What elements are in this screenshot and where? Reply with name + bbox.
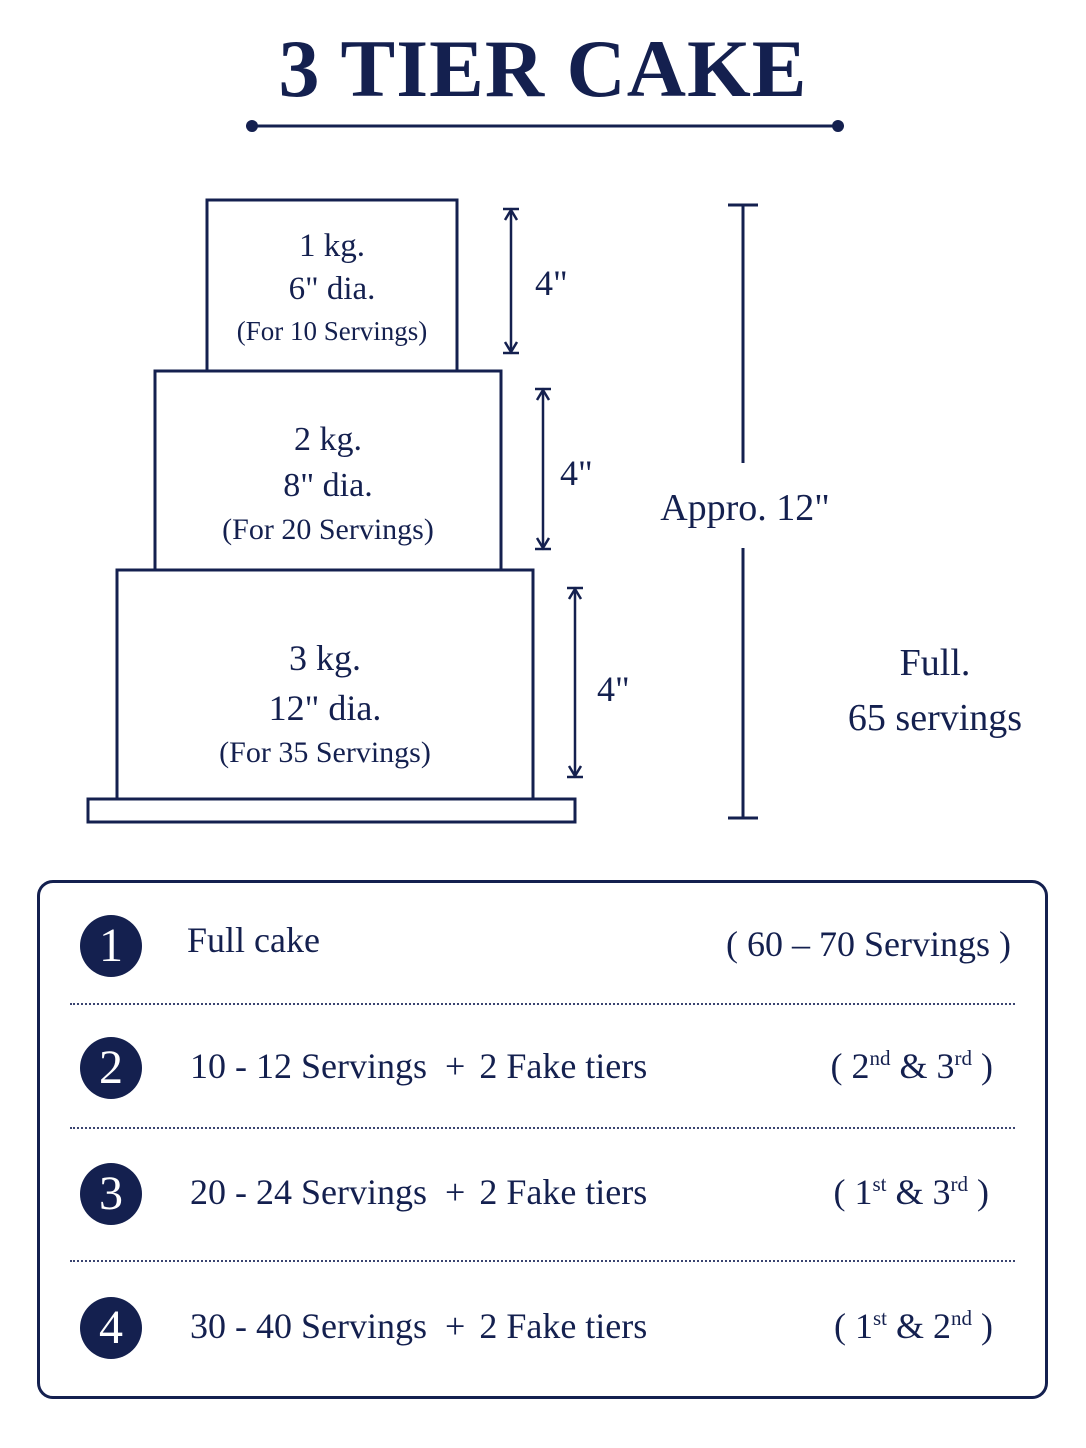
tier-2-height-label: 4": [560, 453, 593, 493]
option-servings: 20 - 24 Servings: [190, 1172, 427, 1212]
plus-sign: +: [445, 1046, 466, 1086]
option-row-2: 2 10 - 12 Servings +2 Fake tiers ( 2nd & …: [40, 1005, 1045, 1131]
tier-3-height-arrow: [567, 586, 583, 779]
option-description: 20 - 24 Servings +2 Fake tiers: [190, 1171, 647, 1213]
tier-1-weight: 1 kg.: [299, 228, 365, 264]
note-ordinal: rd: [954, 1046, 973, 1070]
row-divider: [70, 1127, 1015, 1129]
note-mid: & 3: [890, 1046, 955, 1086]
note-close: ): [968, 1172, 989, 1212]
note-ordinal: nd: [951, 1306, 972, 1330]
option-row-3: 3 20 - 24 Servings +2 Fake tiers ( 1st & …: [40, 1131, 1045, 1257]
option-fake-tiers: 2 Fake tiers: [479, 1046, 648, 1086]
tier-2-weight: 2 kg.: [294, 421, 362, 458]
option-description: 10 - 12 Servings +2 Fake tiers: [190, 1045, 647, 1087]
tier-2-diameter: 8" dia.: [283, 467, 373, 504]
option-number-badge: 1: [80, 915, 142, 977]
option-note: ( 60 – 70 Servings ): [726, 924, 1011, 964]
option-number-badge: 3: [80, 1163, 142, 1225]
note-close: ): [972, 1306, 993, 1346]
tier-3-label: 3 kg. 12" dia. (For 35 Servings): [117, 640, 533, 768]
full-servings-summary: Full. 65 servings: [830, 636, 1040, 746]
tier-3-diameter: 12" dia.: [268, 688, 382, 728]
plus-sign: +: [445, 1306, 466, 1346]
full-summary-line1: Full.: [899, 642, 971, 684]
row-divider: [70, 1003, 1015, 1005]
option-note: ( 1st & 3rd ): [833, 1171, 989, 1213]
note-ordinal: st: [872, 1306, 887, 1330]
note-ordinal: st: [872, 1172, 887, 1196]
option-description: Full cake: [187, 920, 320, 960]
option-note: ( 1st & 2nd ): [834, 1305, 993, 1347]
tier-1-label: 1 kg. 6" dia. (For 10 Servings): [207, 230, 457, 345]
tier-2-label: 2 kg. 8" dia. (For 20 Servings): [155, 423, 501, 545]
option-number-badge: 2: [80, 1037, 142, 1099]
tier-1-height-label: 4": [535, 263, 568, 303]
note-mid: & 3: [886, 1172, 951, 1212]
option-note: ( 2nd & 3rd ): [830, 1045, 993, 1087]
tier-1-height-arrow: [503, 207, 519, 355]
option-row-1: 1 Full cake ( 60 – 70 Servings ): [40, 883, 1045, 1009]
option-fake-tiers: 2 Fake tiers: [479, 1306, 648, 1346]
note-open: ( 1: [833, 1306, 873, 1346]
note-ordinal: rd: [950, 1172, 969, 1196]
page-title: 3 TIER CAKE: [278, 23, 808, 114]
note-open: ( 1: [833, 1172, 873, 1212]
tier-2-servings: (For 20 Servings): [222, 513, 434, 546]
row-divider: [70, 1260, 1015, 1262]
total-height-label: Appro. 12": [660, 487, 830, 529]
tier-3-servings: (For 35 Servings): [219, 736, 431, 769]
tier-1-servings: (For 10 Servings): [236, 316, 428, 346]
cake-board: [86, 797, 577, 824]
tier-3-weight: 3 kg.: [289, 638, 361, 678]
option-description: 30 - 40 Servings +2 Fake tiers: [190, 1305, 647, 1347]
tier-2-height-arrow: [535, 387, 551, 551]
note-open: ( 2: [830, 1046, 870, 1086]
option-fake-tiers: 2 Fake tiers: [479, 1172, 648, 1212]
tier-1-diameter: 6" dia.: [288, 271, 376, 307]
total-height-bracket: [728, 203, 758, 820]
title-underline: [246, 120, 844, 132]
serving-options-panel: 1 Full cake ( 60 – 70 Servings ) 2 10 - …: [37, 880, 1048, 1399]
note-close: ): [972, 1046, 993, 1086]
option-servings: 30 - 40 Servings: [190, 1306, 427, 1346]
tier-3-height-label: 4": [597, 669, 630, 709]
full-summary-line2: 65 servings: [847, 697, 1023, 740]
note-ordinal: nd: [869, 1046, 891, 1070]
option-number-badge: 4: [80, 1297, 142, 1359]
note-mid: & 2: [886, 1306, 951, 1346]
plus-sign: +: [445, 1172, 466, 1212]
option-servings: 10 - 12 Servings: [190, 1046, 427, 1086]
option-row-4: 4 30 - 40 Servings +2 Fake tiers ( 1st & …: [40, 1265, 1045, 1391]
